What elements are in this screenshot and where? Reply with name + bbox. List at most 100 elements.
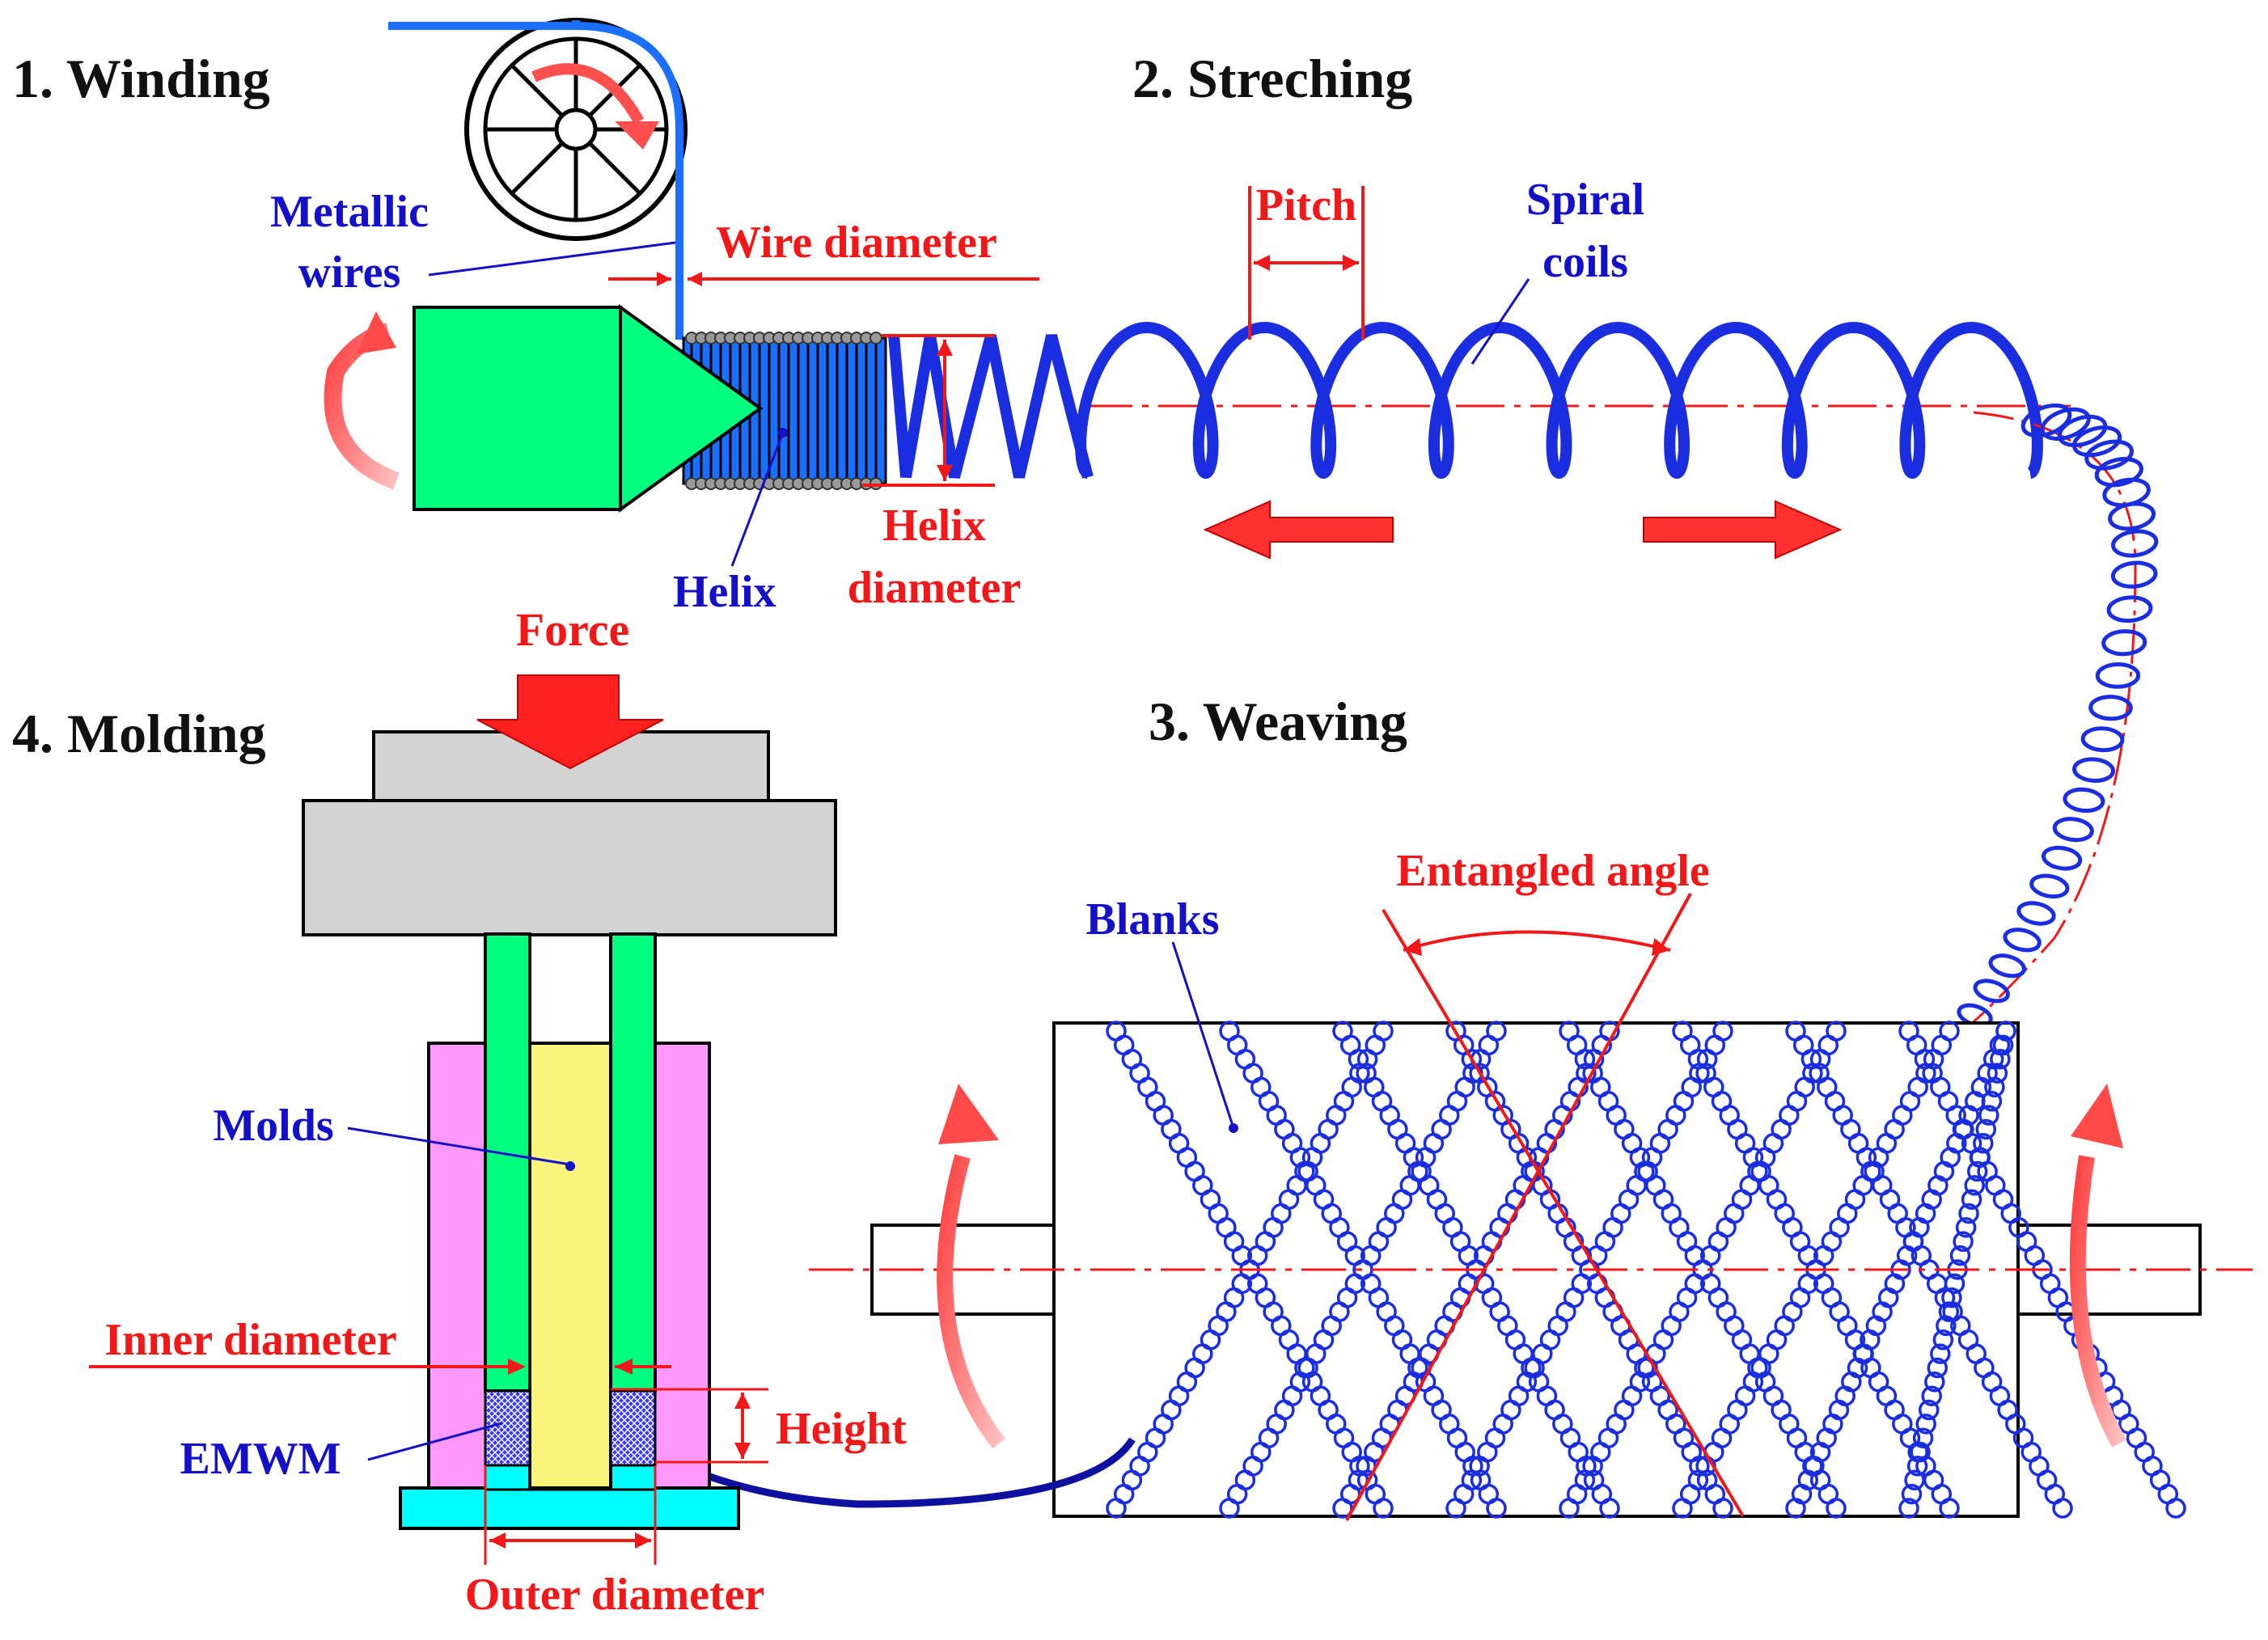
- descending-coil-loop: [2110, 560, 2158, 589]
- blank-coil-loop: [1973, 1133, 1994, 1154]
- step-winding-title: 1. Winding: [12, 48, 270, 109]
- blank-coil-loop: [1906, 1456, 1928, 1477]
- metallic-wires-label-line1: Metallic: [270, 187, 429, 237]
- mandrel-rotation-arrow-icon: [324, 323, 400, 490]
- transition-coil: [888, 334, 1094, 479]
- descending-coil-loop: [2072, 757, 2115, 783]
- blank-coil-loop: [1961, 1189, 1982, 1210]
- blank-coil-loop: [1990, 1048, 2011, 1070]
- blank-coil-loop: [1970, 1147, 1991, 1168]
- descending-coil-loop: [2020, 403, 2072, 438]
- blank-coil-loop: [1924, 1372, 1945, 1393]
- wire-reel-icon: [464, 18, 688, 241]
- descending-coil-loop: [2088, 695, 2133, 721]
- descending-coil-loop: [2057, 414, 2108, 447]
- descending-coil-loop: [2106, 595, 2153, 623]
- blank-coil-loop: [1949, 1245, 1971, 1266]
- force-arrow-icon: [476, 674, 664, 770]
- blank-coil-loop: [1941, 1287, 1962, 1308]
- descending-coil-loop: [2071, 425, 2122, 458]
- descending-coil-loop: [2052, 817, 2094, 843]
- blank-coil-loop: [1904, 1469, 1925, 1491]
- left-direction-arrow-icon: [1203, 500, 1394, 560]
- mold-base: [399, 1486, 740, 1530]
- mandrel-body: [413, 306, 622, 511]
- emwm-label: EMWM: [180, 1434, 341, 1484]
- descending-coil-loop: [2041, 845, 2083, 871]
- emwm-sample-left: [484, 1389, 531, 1467]
- blank-coil-loop: [1958, 1203, 1979, 1224]
- blank-coil-loop: [1992, 1034, 2014, 1056]
- press-platen: [302, 799, 837, 936]
- mold-core: [528, 1042, 612, 1490]
- descending-spiral-coil: [1940, 403, 2159, 1051]
- blank-coil-loop: [1910, 1441, 1931, 1463]
- blank-coil-loop: [1672, 1498, 1693, 1519]
- blank-coil-loop: [1445, 1498, 1466, 1519]
- blank-coil-loop: [1712, 1498, 1733, 1519]
- descending-coil-loop: [2094, 457, 2143, 488]
- blank-coil-loop: [1785, 1498, 1806, 1519]
- blank-coil-loop: [1901, 1483, 1923, 1505]
- blank-coil-loop: [1955, 1217, 1977, 1238]
- descending-coil-loop: [2029, 873, 2070, 899]
- blank-coil-loop: [1936, 1315, 1957, 1337]
- helix-diameter-label-line1: Helix: [882, 501, 986, 551]
- blank-coil-loop: [1918, 1399, 1940, 1421]
- descending-coil-loop: [2063, 787, 2105, 814]
- descending-coil-loop: [2111, 529, 2159, 558]
- mandrel-tip: [619, 304, 764, 513]
- metallic-wire: [388, 22, 683, 340]
- inner-diameter-label: Inner diameter: [104, 1315, 396, 1365]
- drum-rotation-arrow-left-icon: [937, 1154, 1005, 1449]
- descending-coil-loop: [2016, 901, 2056, 926]
- blank-coil-loop: [1984, 1076, 2005, 1098]
- descending-coil-loop: [2080, 726, 2125, 753]
- right-direction-arrow-icon: [1643, 500, 1843, 560]
- drum-rotation-arrow-right-icon: [2069, 1155, 2126, 1448]
- spiral-coils-label-line2: coils: [1542, 237, 1628, 287]
- blank-coil-loop: [1219, 1498, 1240, 1519]
- winding-section: [324, 18, 1039, 567]
- blank-coil-loop: [1964, 1175, 1985, 1196]
- descending-coil-loop: [1988, 953, 2026, 979]
- helix-bead: [870, 332, 882, 344]
- blank-coil-loop: [2165, 1498, 2186, 1519]
- wire-diameter-label: Wire diameter: [716, 218, 997, 268]
- reel-rotation-arrow-icon: [615, 121, 659, 150]
- blank-coil-loop: [1932, 1329, 1954, 1350]
- blank-coil-loop: [1953, 1231, 1974, 1253]
- molds-label: Molds: [213, 1101, 333, 1151]
- step-molding-title: 4. Molding: [12, 703, 266, 764]
- left-punch: [484, 932, 531, 1393]
- blank-coil-loop: [1927, 1357, 1949, 1379]
- blank-coil-loop: [1912, 1427, 1934, 1448]
- outer-diameter-label: Outer diameter: [465, 1570, 765, 1620]
- spiral-coils-label-line1: Spiral: [1526, 175, 1644, 225]
- stretching-section: [1075, 186, 2071, 560]
- force-label: Force: [516, 603, 630, 656]
- blank-coil-loop: [1898, 1498, 1919, 1519]
- pitch-label: Pitch: [1256, 180, 1356, 230]
- blank-coil-loop: [1978, 1105, 1999, 1126]
- blank-coil-loop: [1559, 1498, 1580, 1519]
- blank-coil-loop: [1921, 1385, 1942, 1406]
- molding-section: [89, 674, 837, 1565]
- blank-coil-loop: [2052, 1498, 2073, 1519]
- blank-coil-loop: [1939, 1498, 1960, 1519]
- metallic-wires-label-line2: wires: [298, 247, 401, 298]
- descending-coil-loop: [2108, 501, 2156, 531]
- blank-coil-loop: [1826, 1498, 1847, 1519]
- descending-coil-loop: [2095, 661, 2141, 689]
- helix-label: Helix: [673, 567, 776, 617]
- blank-coil-loop: [1987, 1063, 2008, 1084]
- descending-coil-loop: [2003, 928, 2042, 953]
- blank-coil-loop: [1944, 1273, 1965, 1295]
- step-stretching-title: 2. Streching: [1132, 48, 1412, 109]
- blank-coil-loop: [1106, 1498, 1127, 1519]
- blank-coil-loop: [1486, 1498, 1507, 1519]
- height-label: Height: [776, 1404, 907, 1454]
- blank-coil-loop: [1981, 1091, 2003, 1112]
